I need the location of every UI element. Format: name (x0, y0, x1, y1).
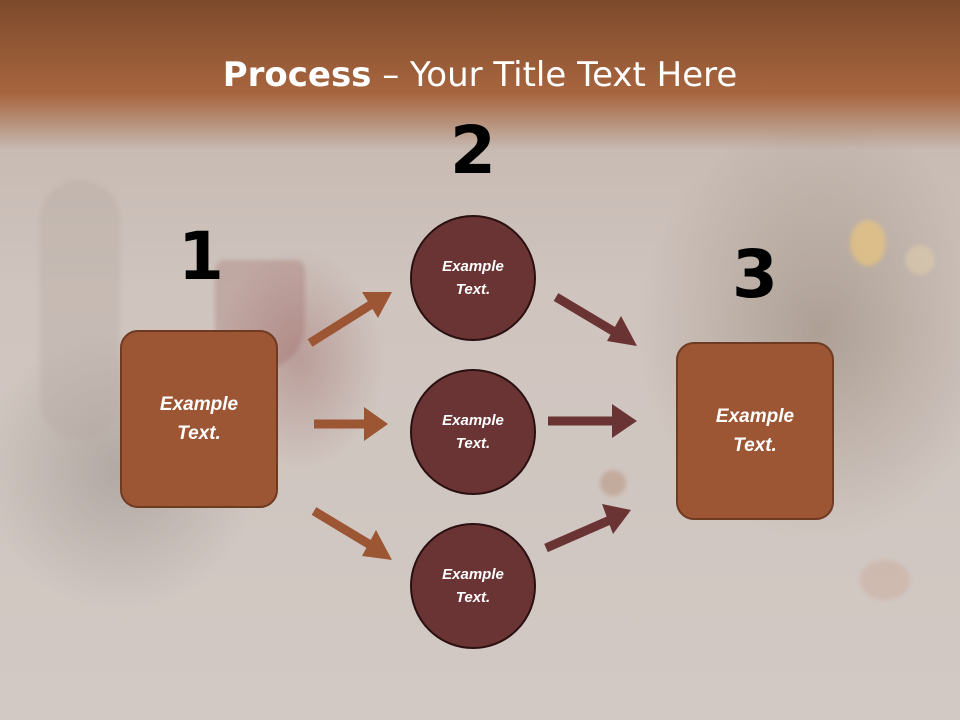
end-box[interactable]: Example Text. (676, 342, 834, 520)
arrow-to-bottom (311, 507, 392, 560)
bokeh-light (40, 180, 120, 440)
start-box-text: Example Text. (159, 394, 239, 444)
circle-middle[interactable]: Example Text. (410, 369, 536, 495)
start-box[interactable]: Example Text. (120, 330, 278, 508)
title-bold: Process (222, 55, 372, 95)
step-number-2: 2 (450, 112, 496, 189)
circle-middle-text: Example Text. (442, 412, 504, 452)
bokeh-light (600, 470, 626, 496)
bokeh-light (860, 560, 910, 600)
step-number-3: 3 (732, 236, 778, 313)
circle-top-text: Example Text. (442, 258, 504, 298)
slide-title: Process – Your Title Text Here (0, 54, 960, 96)
bokeh-light (905, 245, 935, 275)
title-band (0, 0, 960, 150)
title-rest: – Your Title Text Here (371, 55, 738, 95)
arrow-to-top (307, 292, 392, 347)
end-box-text: Example Text. (715, 406, 795, 456)
arrow-from-middle (548, 404, 637, 438)
arrow-to-middle (314, 407, 388, 441)
arrow-from-top (553, 293, 637, 346)
circle-top[interactable]: Example Text. (410, 215, 536, 341)
arrow-from-bottom (544, 504, 631, 553)
bokeh-light (850, 220, 886, 266)
circle-bottom[interactable]: Example Text. (410, 523, 536, 649)
circle-bottom-text: Example Text. (442, 566, 504, 606)
step-number-1: 1 (178, 218, 224, 295)
